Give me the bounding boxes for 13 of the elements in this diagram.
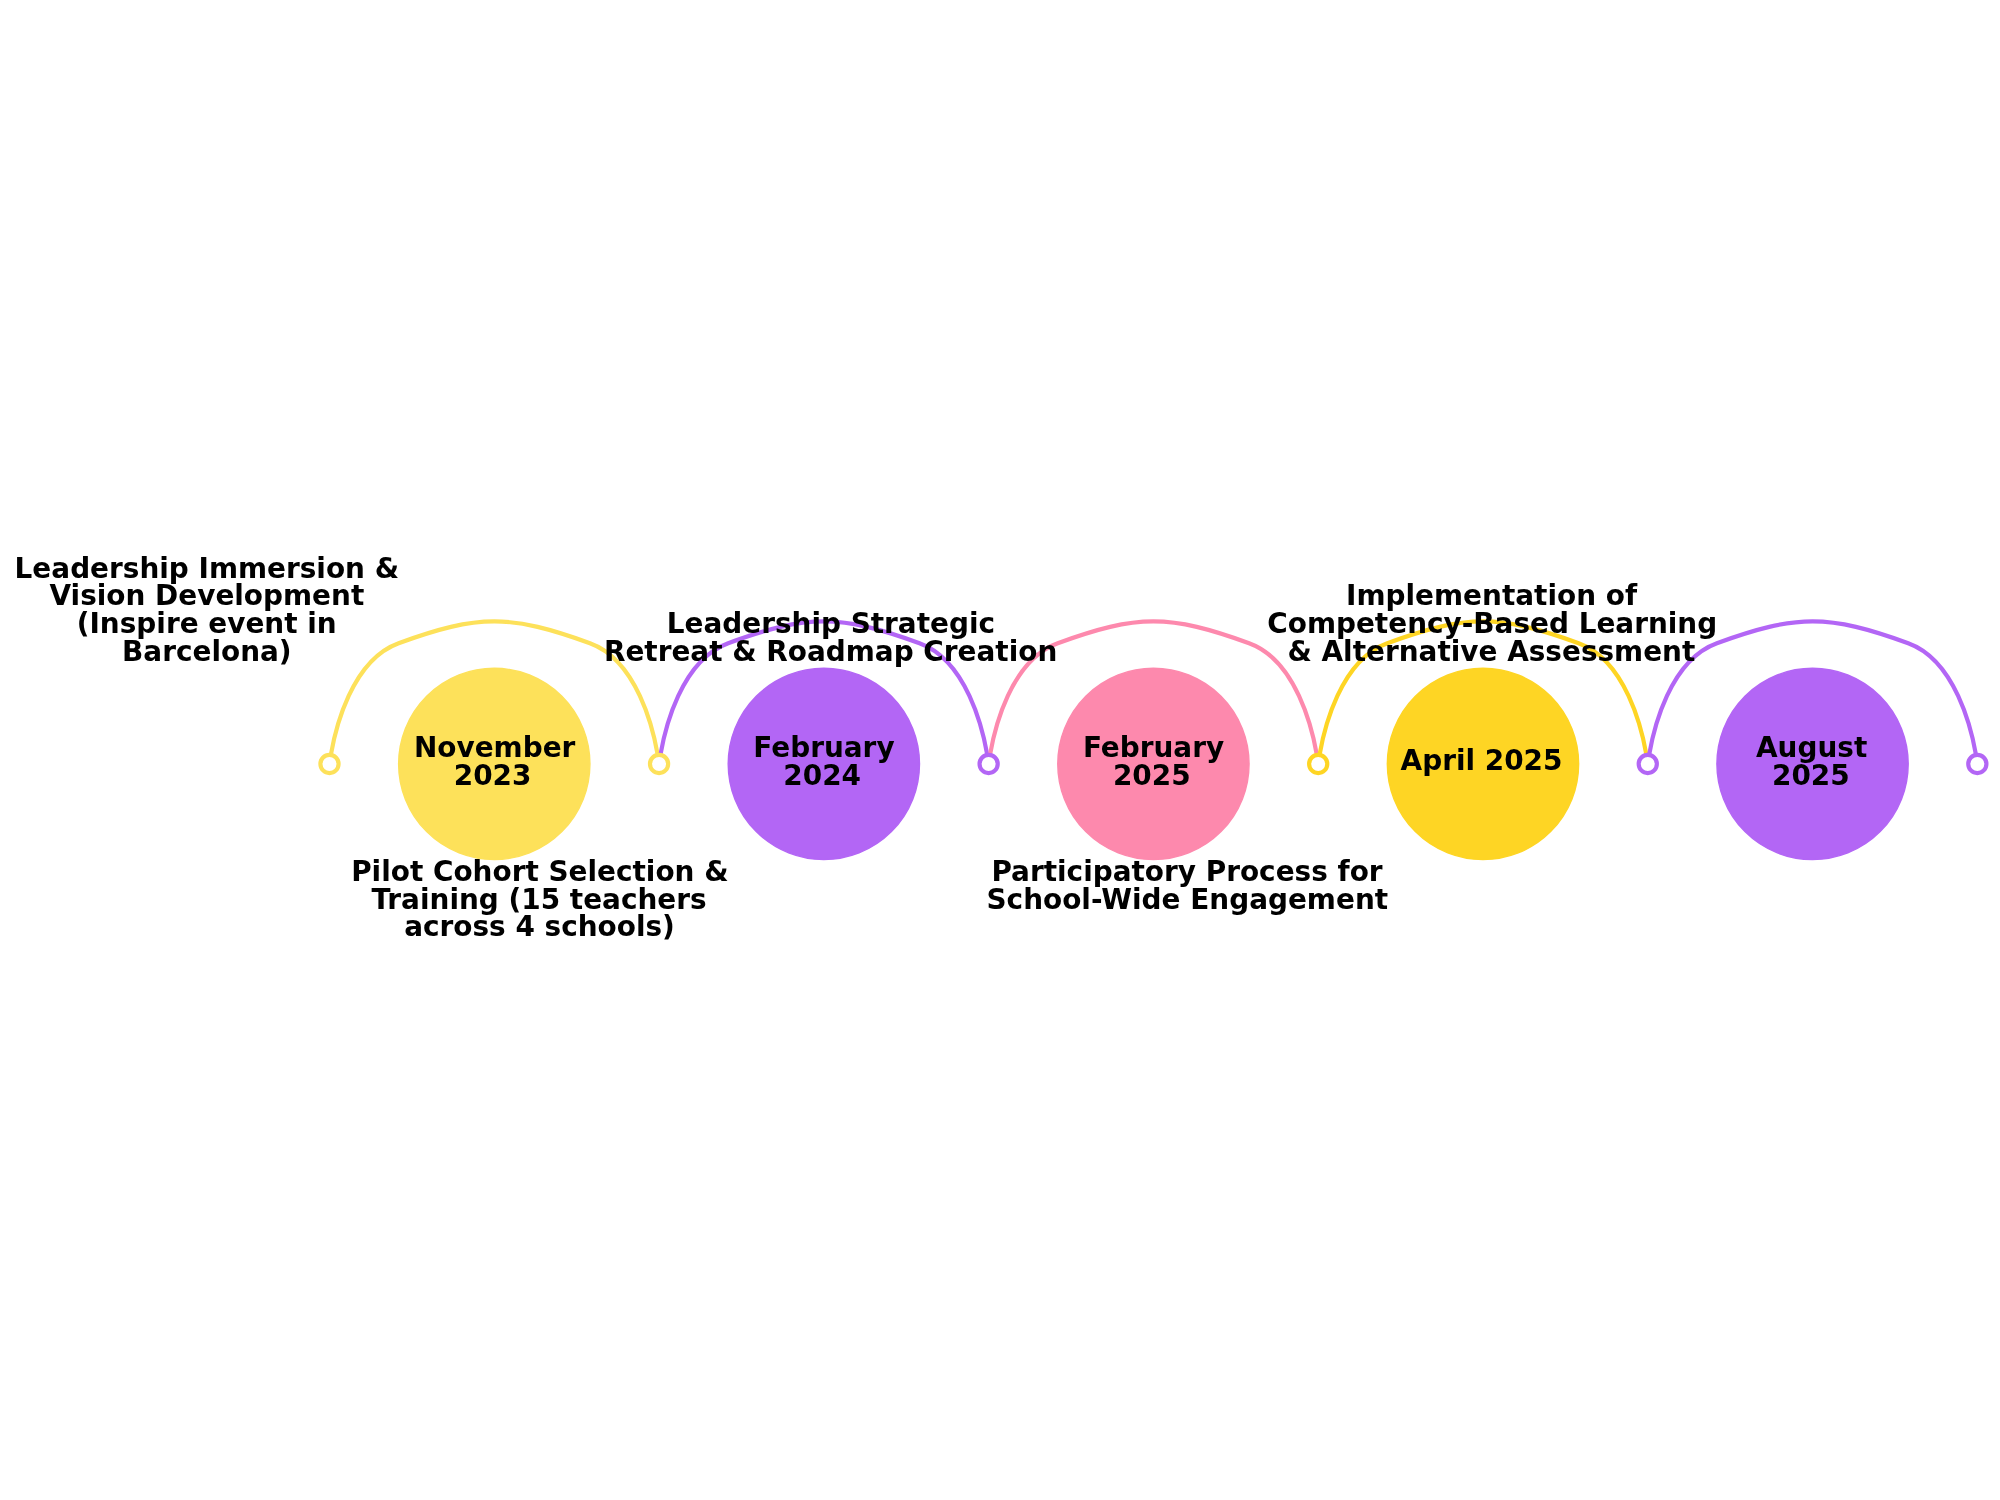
node-circle: August 2025 [1715,667,1909,861]
node-circle [1636,752,1659,776]
node-circle [976,752,1000,776]
node-circle [1306,752,1329,776]
connector [987,619,1319,755]
node-circle [317,752,341,776]
node-circle [1965,752,1988,776]
connector [328,619,660,755]
node-circle [647,752,670,776]
node-label: Leadership Immersion & Vision Development (Inspire event in Barcelona) [14,551,399,669]
node-circle: April 2025 [1386,667,1579,861]
node-circle: February 2024 [727,667,920,861]
connector [1646,619,1978,755]
